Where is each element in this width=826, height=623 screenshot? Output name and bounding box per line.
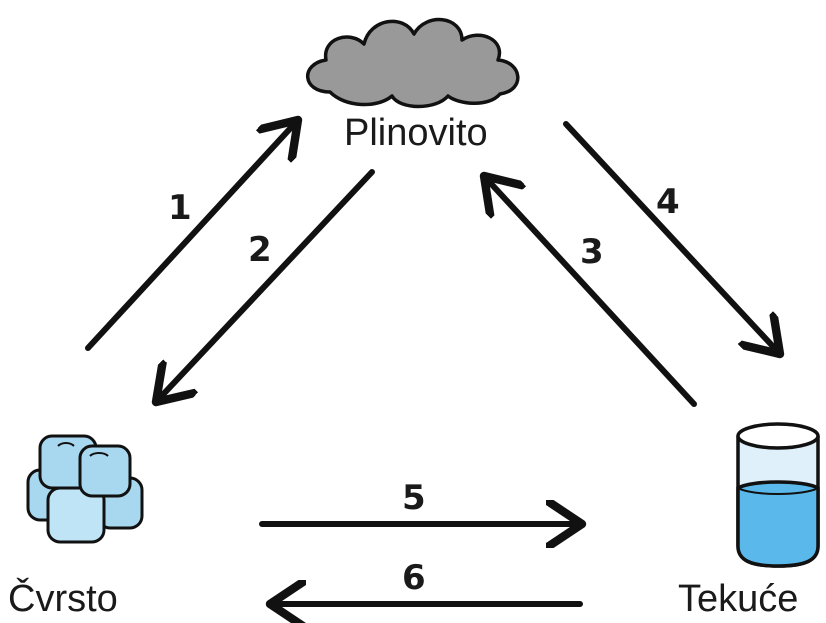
transition-number-1: 1	[168, 188, 192, 228]
transition-number-3: 3	[580, 232, 604, 272]
transition-number-6: 6	[402, 558, 426, 598]
solid-label: Čvrsto	[8, 578, 118, 620]
transition-number-5: 5	[402, 478, 426, 518]
arrow-2	[156, 169, 375, 402]
arrow-1	[85, 120, 298, 351]
arrow-4	[563, 121, 780, 354]
transition-number-4: 4	[656, 182, 680, 222]
water-glass-icon	[736, 422, 820, 568]
arrow-3	[484, 176, 697, 407]
transition-number-2: 2	[248, 230, 272, 270]
liquid-label: Tekuće	[678, 578, 799, 620]
cloud-icon	[306, 17, 520, 109]
gas-label: Plinovito	[344, 112, 488, 154]
arrows	[85, 120, 780, 604]
ice-cubes-icon	[26, 434, 144, 544]
